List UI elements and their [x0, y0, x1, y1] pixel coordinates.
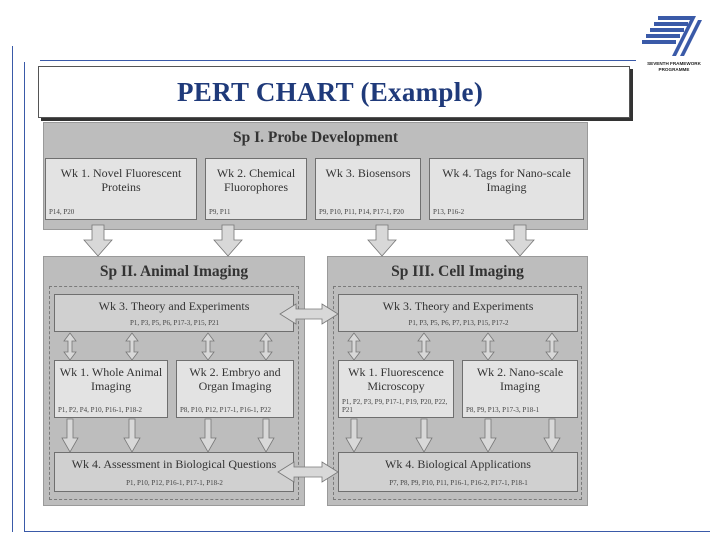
frame-line-left-inner	[24, 62, 25, 532]
sp1-wk3-title: Wk 3. Biosensors	[325, 166, 411, 180]
sp1-wk1-title: Wk 1. Novel Fluorescent Proteins	[60, 166, 182, 194]
sp3-wk3-probes: P1, P3, P5, P6, P7, P13, P15, P17-2	[408, 319, 509, 327]
sp3-wk3-title: Wk 3. Theory and Experiments	[382, 299, 534, 313]
logo-caption: SEVENTH FRAMEWORK PROGRAMME	[647, 61, 701, 72]
sp3-dashed-frame	[333, 286, 582, 500]
sp3-wk1: Wk 1. Fluorescence Microscopy P1, P2, P3…	[338, 360, 454, 418]
sp2-wk2-probes: P8, P10, P12, P17-1, P16-1, P22	[180, 406, 272, 414]
sp2-wk1-probes: P1, P2, P4, P10, P16-1, P18-2	[58, 406, 143, 414]
sp3-wk4-title: Wk 4. Biological Applications	[385, 457, 531, 471]
sp2-dashed-frame	[49, 286, 299, 500]
sp2-wk4-probes: P1, P10, P12, P16-1, P17-1, P18-2	[126, 479, 223, 487]
sp2-wk4: Wk 4. Assessment in Biological Questions…	[54, 452, 294, 492]
sp3-wk1-probes: P1, P2, P3, P9, P17-1, P19, P20, P22, P2…	[342, 398, 448, 414]
sp2-wk3-title: Wk 3. Theory and Experiments	[98, 299, 250, 313]
sp2-wk3: Wk 3. Theory and Experiments P1, P3, P5,…	[54, 294, 294, 332]
sp3-wk4: Wk 4. Biological Applications P7, P8, P9…	[338, 452, 578, 492]
frame-line-bottom	[24, 531, 710, 532]
sp3-wk2-title: Wk 2. Nano-scale Imaging	[476, 365, 564, 393]
sp1-wk4-probes: P13, P16-2	[433, 208, 465, 216]
sp1-wk2-probes: P9, P11	[209, 208, 231, 216]
sp2-wk2: Wk 2. Embryo and Organ Imaging P8, P10, …	[176, 360, 294, 418]
frame-line-left-outer	[12, 46, 13, 532]
sp1-wk2: Wk 2. Chemical Fluorophores P9, P11	[205, 158, 307, 220]
sp1-wk1: Wk 1. Novel Fluorescent Proteins P14, P2…	[45, 158, 197, 220]
sp2-wk3-probes: P1, P3, P5, P6, P17-3, P15, P21	[129, 319, 220, 327]
sp3-wk2: Wk 2. Nano-scale Imaging P8, P9, P13, P1…	[462, 360, 578, 418]
sp2-title: Sp II. Animal Imaging	[99, 263, 249, 280]
sp1-wk2-title: Wk 2. Chemical Fluorophores	[216, 166, 296, 194]
sp3-wk4-probes: P7, P8, P9, P10, P11, P16-1, P16-2, P17-…	[389, 479, 528, 487]
sp1-wk3: Wk 3. Biosensors P9, P10, P11, P14, P17-…	[315, 158, 421, 220]
title-box: PERT CHART (Example)	[38, 66, 630, 118]
sp1-wk4-title: Wk 4. Tags for Nano-scale Imaging	[442, 166, 571, 194]
sp3-wk2-probes: P8, P9, P13, P17-3, P18-1	[466, 406, 540, 414]
sp3-wk3: Wk 3. Theory and Experiments P1, P3, P5,…	[338, 294, 578, 332]
sp3-wk1-title: Wk 1. Fluorescence Microscopy	[348, 365, 444, 393]
sp3-title: Sp III. Cell Imaging	[391, 263, 524, 280]
fp7-logo-icon	[642, 16, 702, 56]
sp1-wk3-probes: P9, P10, P11, P14, P17-1, P20	[319, 208, 404, 216]
pert-diagram: Sp I. Probe Development Wk 1. Novel Fluo…	[40, 122, 590, 507]
sp1-wk1-probes: P14, P20	[49, 208, 75, 216]
sp2-wk4-title: Wk 4. Assessment in Biological Questions	[71, 457, 277, 471]
fp7-logo: SEVENTH FRAMEWORK PROGRAMME	[632, 10, 712, 74]
sp1-title: Sp I. Probe Development	[232, 129, 399, 146]
sp1-wk4: Wk 4. Tags for Nano-scale Imaging P13, P…	[429, 158, 584, 220]
sp2-wk1-title: Wk 1. Whole Animal Imaging	[59, 365, 163, 393]
sp2-wk1: Wk 1. Whole Animal Imaging P1, P2, P4, P…	[54, 360, 168, 418]
page-title: PERT CHART (Example)	[177, 76, 484, 107]
frame-line-top	[40, 60, 636, 61]
sp2-wk2-title: Wk 2. Embryo and Organ Imaging	[189, 365, 281, 393]
